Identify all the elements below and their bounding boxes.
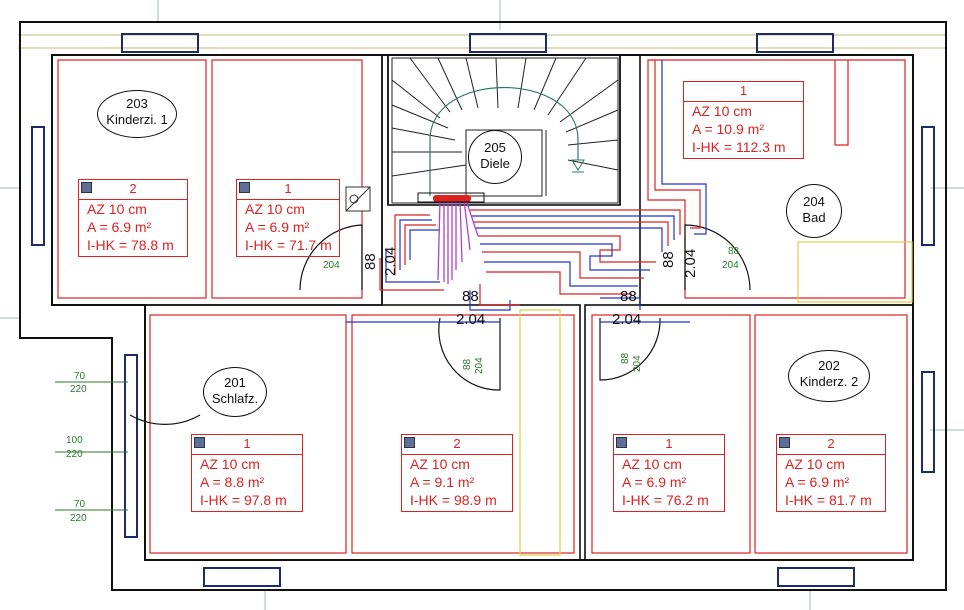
room-label-203: 203 Kinderzi. 1 bbox=[97, 90, 177, 138]
door-small-height: 204 bbox=[474, 357, 485, 374]
room-label-205: 205 Diele bbox=[468, 130, 522, 184]
door-width-label: 88 bbox=[362, 253, 379, 270]
heating-circuit-label: 1 AZ 10 cm A = 10.9 m² I-HK = 112.3 m bbox=[683, 81, 804, 159]
window-width-label: 70 bbox=[74, 371, 86, 382]
window-width-label: 70 bbox=[74, 499, 86, 510]
circuit-icon bbox=[616, 437, 627, 448]
heating-circuit-label: 2 AZ 10 cm A = 6.9 m² I-HK = 81.7 m bbox=[776, 434, 886, 512]
heating-circuit-label: 1 AZ 10 cm A = 8.8 m² I-HK = 97.8 m bbox=[191, 434, 303, 512]
door-small-height: 204 bbox=[632, 355, 643, 372]
door-height-label: 2.04 bbox=[456, 311, 486, 328]
staircase bbox=[391, 57, 619, 204]
heating-circuit-label: 1 AZ 10 cm A = 6.9 m² I-HK = 76.2 m bbox=[613, 434, 725, 512]
door-small-height: 204 bbox=[323, 260, 340, 271]
door-width-label: 88 bbox=[620, 288, 637, 305]
door-small-width: 88 bbox=[462, 358, 473, 370]
door-height-label: 2.04 bbox=[682, 248, 699, 278]
heating-circuit-label: 1 AZ 10 cm A = 6.9 m² I-HK = 71.7 m bbox=[236, 179, 340, 257]
circuit-icon bbox=[194, 437, 205, 448]
door-small-width: 88 bbox=[620, 352, 631, 364]
door-height-label: 2.04 bbox=[382, 246, 399, 276]
circuit-icon bbox=[81, 182, 92, 193]
heating-circuit-label: 2 AZ 10 cm A = 9.1 m² I-HK = 98.9 m bbox=[401, 434, 513, 512]
circuit-icon bbox=[239, 182, 250, 193]
circuit-icon bbox=[779, 437, 790, 448]
inner-walls bbox=[51, 54, 914, 561]
door-height-label: 2.04 bbox=[612, 311, 642, 328]
heating-circuit-label: 2 AZ 10 cm A = 6.9 m² I-HK = 78.8 m bbox=[78, 179, 188, 257]
window-height-label: 220 bbox=[70, 513, 87, 524]
room-label-204: 204 Bad bbox=[786, 184, 842, 238]
manifold-bar bbox=[433, 195, 471, 202]
window-height-label: 220 bbox=[66, 449, 83, 460]
manifold-pipes bbox=[346, 60, 707, 323]
window-height-label: 220 bbox=[70, 384, 87, 395]
circuit-icon bbox=[404, 437, 415, 448]
manifold-outlets bbox=[437, 199, 479, 284]
heating-zones bbox=[57, 59, 908, 554]
room-label-201: 201 Schlafz. bbox=[203, 367, 267, 417]
door-small-height: 204 bbox=[722, 260, 739, 271]
door-small-width: 88 bbox=[728, 246, 740, 257]
door-width-label: 88 bbox=[660, 251, 677, 268]
door-width-label: 88 bbox=[462, 288, 479, 305]
doors bbox=[129, 224, 751, 425]
window-width-label: 100 bbox=[66, 435, 83, 446]
room-label-202: 202 Kinderz. 2 bbox=[788, 350, 870, 402]
windows bbox=[31, 33, 935, 587]
